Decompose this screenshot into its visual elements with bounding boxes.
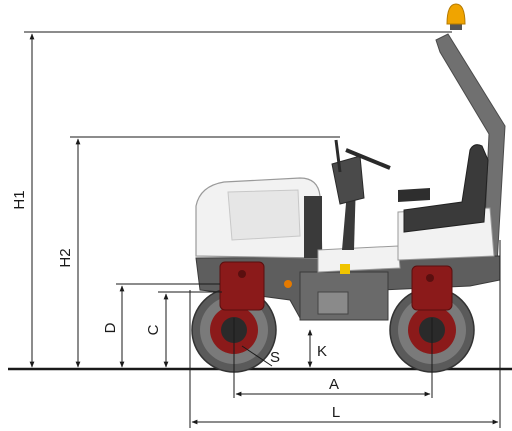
s-leader-line (241, 345, 273, 367)
steering-wheel (345, 148, 391, 170)
beacon-light (446, 3, 466, 25)
step-sign (340, 264, 350, 274)
operator-deck (317, 245, 401, 273)
orange-light (284, 280, 292, 288)
d-label: D (102, 322, 119, 333)
hood-vent (227, 189, 301, 241)
l-label: L (332, 404, 340, 421)
hood-rear-panel (304, 196, 322, 258)
control-console (331, 155, 365, 205)
c-label: C (145, 324, 162, 335)
control-lever (334, 139, 342, 173)
seat (403, 144, 489, 233)
beacon-base (450, 22, 462, 30)
hydraulic-block (317, 291, 349, 315)
s-label: S (270, 349, 280, 366)
h1-label: H1 (11, 190, 28, 209)
h2-label: H2 (57, 248, 74, 267)
a-label: A (329, 376, 339, 393)
k-label: K (317, 343, 327, 360)
seat-armrest (398, 188, 430, 202)
roller-illustration (191, 3, 506, 373)
front-drum (191, 261, 277, 373)
